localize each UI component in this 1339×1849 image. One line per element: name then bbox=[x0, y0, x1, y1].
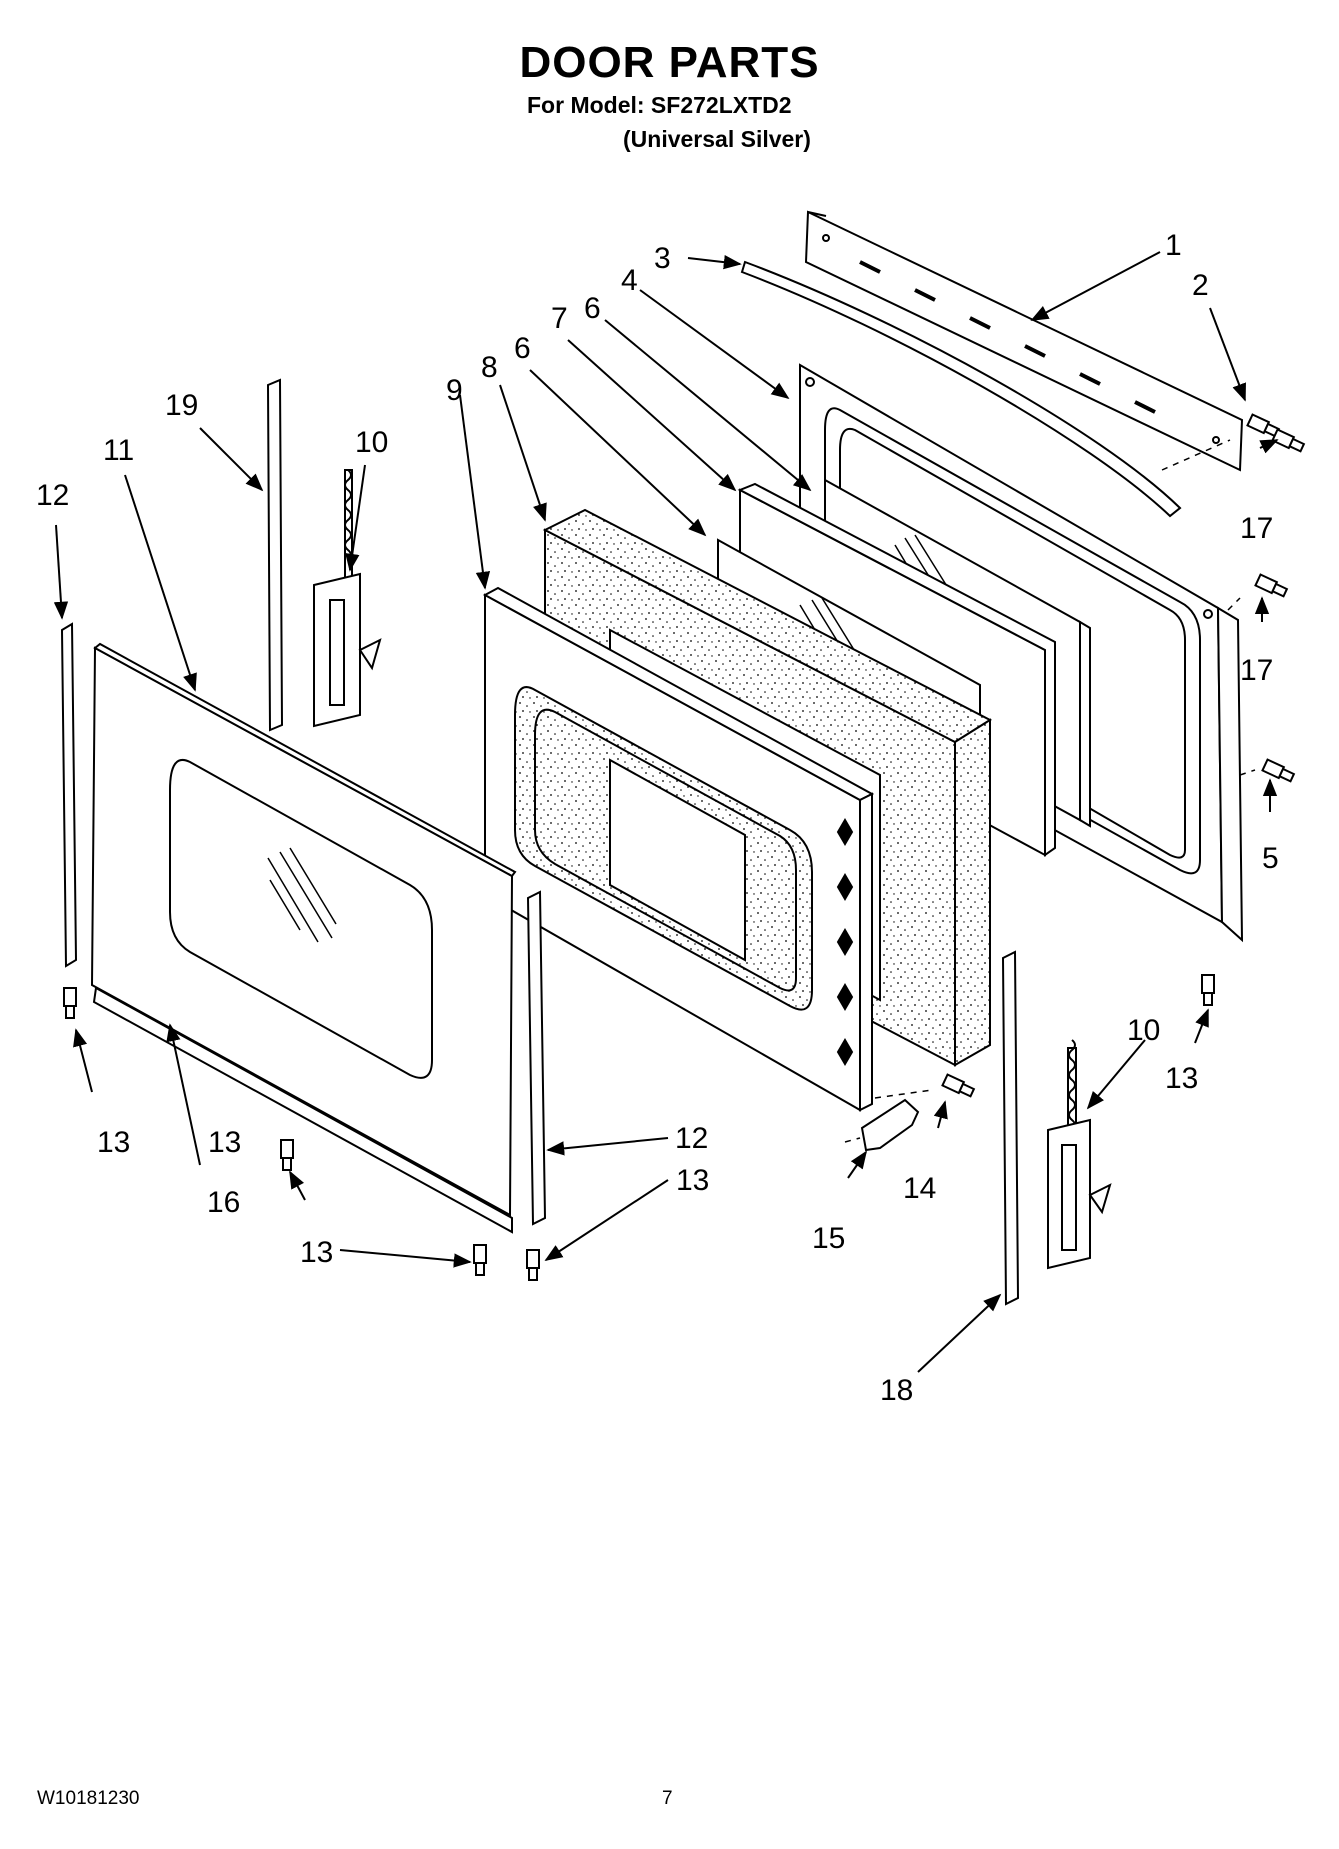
part-12-side-trim-left bbox=[60, 622, 78, 968]
document-number: W10181230 bbox=[37, 1788, 140, 1809]
part-1-vent-trim bbox=[804, 210, 1244, 472]
callout-13-e: 13 bbox=[208, 1126, 241, 1159]
callout-8: 8 bbox=[481, 351, 498, 384]
page-number: 7 bbox=[662, 1788, 673, 1809]
part-3-handle bbox=[740, 260, 1182, 518]
part-19-hinge-receiver bbox=[266, 378, 284, 732]
callout-numbers: 1 2 3 5 4 6 6 7 8 9 10 10 11 12 12 13 13… bbox=[36, 229, 1279, 1407]
variant-line: (Universal Silver) bbox=[623, 126, 811, 152]
callout-5: 5 bbox=[1262, 842, 1279, 875]
screws bbox=[63, 413, 1306, 1281]
callout-13-d: 13 bbox=[300, 1236, 333, 1269]
callout-12-a: 12 bbox=[36, 479, 69, 512]
callout-10-b: 10 bbox=[1127, 1014, 1160, 1047]
callout-1: 1 bbox=[1165, 229, 1182, 262]
callout-11: 11 bbox=[103, 434, 134, 467]
callout-6-b: 6 bbox=[514, 332, 531, 365]
callout-2: 2 bbox=[1192, 269, 1209, 302]
callout-15: 15 bbox=[812, 1222, 845, 1255]
callout-9: 9 bbox=[446, 374, 463, 407]
part-18-hinge-receiver bbox=[1001, 950, 1020, 1306]
callout-13-a: 13 bbox=[97, 1126, 130, 1159]
callout-14: 14 bbox=[903, 1172, 936, 1205]
callout-3: 3 bbox=[654, 242, 671, 275]
part-16-bottom-trim bbox=[92, 986, 513, 1234]
callout-19: 19 bbox=[165, 389, 198, 422]
part-10-hinge-left bbox=[313, 469, 382, 728]
callout-6-a: 6 bbox=[584, 292, 601, 325]
callout-18: 18 bbox=[880, 1374, 913, 1407]
callout-17-a: 17 bbox=[1240, 512, 1273, 545]
part-12-side-trim-right bbox=[526, 890, 547, 1226]
callout-12-b: 12 bbox=[675, 1122, 708, 1155]
callout-7: 7 bbox=[551, 302, 568, 335]
callout-10-a: 10 bbox=[355, 426, 388, 459]
callout-4: 4 bbox=[621, 264, 638, 297]
callout-13-c: 13 bbox=[676, 1164, 709, 1197]
callout-13-b: 13 bbox=[1165, 1062, 1198, 1095]
callout-17-b: 17 bbox=[1240, 654, 1273, 687]
page-title: DOOR PARTS bbox=[519, 38, 820, 87]
part-11-outer-glass bbox=[90, 642, 517, 1217]
part-15-bracket bbox=[860, 1098, 920, 1152]
part-9-inner-liner bbox=[482, 586, 875, 1112]
part-10-hinge-right bbox=[1047, 1039, 1112, 1270]
callout-16: 16 bbox=[207, 1186, 240, 1219]
model-line: For Model: SF272LXTD2 bbox=[527, 92, 792, 118]
